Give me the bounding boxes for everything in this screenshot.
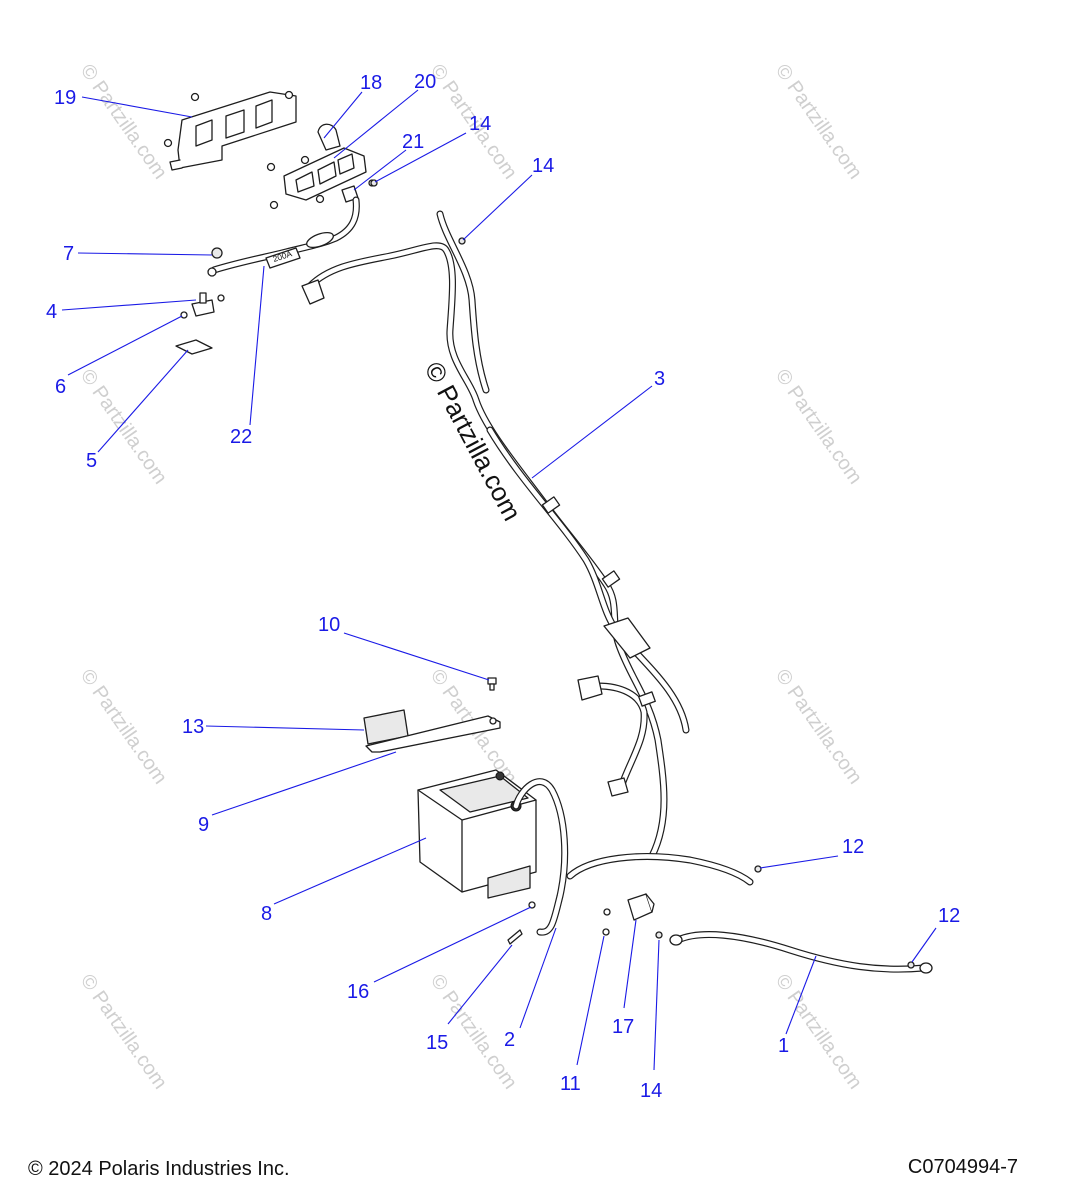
callout-16: 16	[347, 981, 369, 1003]
part-7-nut	[211, 247, 223, 259]
callout-3: 3	[654, 368, 665, 390]
part-2-negative-cable	[512, 778, 754, 936]
callout-11: 11	[560, 1073, 581, 1095]
part-9-bracket	[365, 715, 501, 753]
callout-5: 5	[86, 450, 97, 472]
diagram-code: C0704994-7	[907, 1156, 1018, 1178]
callout-14: 14	[532, 155, 554, 177]
leader-lines	[61, 89, 937, 1071]
part-16-washer	[528, 901, 536, 909]
part-14-nut	[655, 931, 663, 939]
part-11-screw	[602, 908, 611, 936]
part-20-fuse-block	[266, 147, 367, 210]
copyright-text: © 2024 Polaris Industries Inc.	[28, 1158, 290, 1180]
callout-14: 14	[640, 1080, 662, 1102]
callout-12: 12	[938, 905, 960, 927]
callout-18: 18	[360, 72, 382, 94]
watermark-text: © Partzilla.com	[76, 970, 171, 1093]
part-17-relay	[627, 893, 655, 921]
callout-1: 1	[778, 1035, 789, 1057]
callout-22: 22	[230, 426, 252, 448]
part-6-screw	[180, 311, 188, 319]
part-4-stud	[191, 292, 225, 317]
callout-19: 19	[54, 87, 76, 109]
part-15-bolt	[507, 929, 523, 945]
callout-12: 12	[842, 836, 864, 858]
watermark-text: © Partzilla.com	[771, 365, 866, 488]
watermark-center-text: © Partzilla.com	[419, 357, 528, 526]
part-5-clip	[175, 339, 213, 355]
callout-17: 17	[612, 1016, 634, 1038]
part-1-cable	[669, 931, 933, 974]
part-12-nut	[907, 961, 915, 969]
part-8-battery	[417, 769, 537, 899]
callout-2: 2	[504, 1029, 515, 1051]
callout-15: 15	[426, 1032, 448, 1054]
watermark-text: © Partzilla.com	[76, 665, 171, 788]
callout-10: 10	[318, 614, 340, 636]
part-22-fused-cable: 200A	[207, 196, 360, 277]
watermark-text: © Partzilla.com	[76, 60, 171, 183]
part-19-bracket	[163, 90, 297, 171]
part-12-nut	[754, 865, 762, 873]
callout-13: 13	[182, 716, 204, 738]
callout-8: 8	[261, 903, 272, 925]
callout-20: 20	[414, 71, 436, 93]
callout-labels: 19 18 20 21 14 14 7 4 6 5 22 3 10 13 9 8…	[46, 71, 960, 1102]
callout-21: 21	[402, 131, 424, 153]
part-18-clamp	[317, 123, 341, 151]
watermark-text: © Partzilla.com	[771, 970, 866, 1093]
watermark-text: © Partzilla.com	[771, 665, 866, 788]
callout-7: 7	[63, 243, 74, 265]
part-10-screw	[487, 677, 497, 691]
watermark-text: © Partzilla.com	[771, 60, 866, 183]
callout-14: 14	[469, 113, 491, 135]
callout-4: 4	[46, 301, 57, 323]
callout-6: 6	[55, 376, 66, 398]
callout-9: 9	[198, 814, 209, 836]
